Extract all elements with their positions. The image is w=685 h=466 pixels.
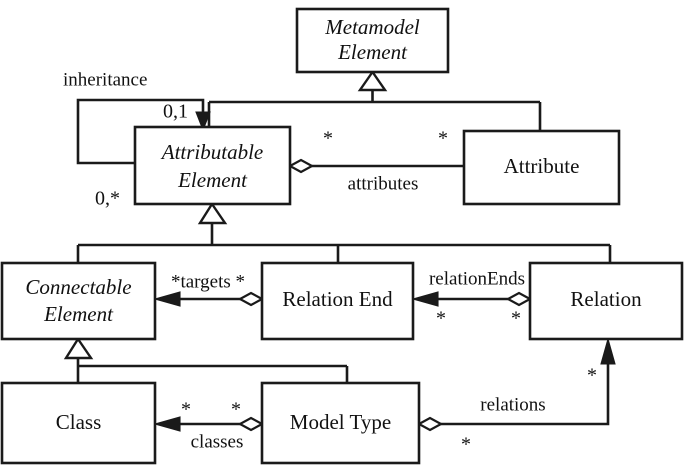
multiplicity-inheritance-target: 0,1 [163,101,188,123]
class-rect[interactable] [0,381,157,465]
association-targets [152,291,265,307]
multiplicity-relations-target: * [587,365,597,387]
class-rect[interactable] [295,7,450,74]
generalization-metamodel-element [207,69,542,131]
association-relations [416,336,616,432]
relation-ends-arrowhead-icon [410,291,439,307]
class-name-line1: Class [56,410,102,434]
class-name-line1: Metamodel [324,15,420,39]
attributes-aggregation-diamond-icon [287,158,315,174]
class-rect[interactable] [0,261,157,341]
inheritance-path [76,98,205,165]
class-rect[interactable] [528,261,684,341]
class-name-line1: Attribute [504,154,580,178]
label-targets: *targets * [171,271,245,292]
class-name-line1: Model Type [290,410,391,434]
class-box-model-type[interactable]: Model Type [260,381,421,465]
class-box-attribute[interactable]: Attribute [462,129,621,206]
relation-ends-aggregation-diamond-icon [505,291,533,307]
multiplicity-relations-source: * [461,434,471,456]
multiplicity-relation-ends-target: * [436,308,446,330]
generalization-connectable-element [63,336,349,383]
class-rect[interactable] [133,125,292,206]
inheritance-arrowhead-icon [195,111,211,132]
targets-arrowhead-icon [152,291,181,307]
class-name-line2: Element [43,302,114,326]
class-name-line1: Connectable [25,275,131,299]
class-rect[interactable] [462,129,621,206]
association-inheritance [76,98,211,165]
multiplicity-inheritance-source: 0,* [95,188,120,210]
class-box-metamodel-element[interactable]: Metamodel Element [295,7,450,74]
class-name-line2: Element [337,40,408,64]
multiplicity-attributes-source: * [323,128,333,150]
relations-path [431,352,610,426]
generalization-attributable-element [76,201,612,263]
label-relations: relations [480,394,545,415]
class-name-line2: Element [177,168,248,192]
label-classes: classes [191,431,244,452]
class-box-connectable-element[interactable]: Connectable Element [0,261,157,341]
class-name-line1: Attributable [160,140,264,164]
classes-arrowhead-icon [152,416,181,432]
generalization-triangle-icon [357,69,388,92]
label-inheritance: inheritance [63,69,147,90]
class-rect[interactable] [260,381,421,465]
label-attributes: attributes [348,173,419,194]
multiplicity-classes-source: * [231,399,241,421]
classes-aggregation-diamond-icon [237,416,265,432]
multiplicity-attributes-target: * [438,128,448,150]
class-box-relation[interactable]: Relation [528,261,684,341]
association-classes [152,416,265,432]
relations-arrowhead-icon [600,336,616,365]
multiplicity-relation-ends-source: * [511,308,521,330]
class-name-line1: Relation End [282,287,393,311]
class-box-class[interactable]: Class [0,381,157,465]
relations-aggregation-diamond-icon [416,416,444,432]
targets-aggregation-diamond-icon [237,291,265,307]
class-box-relation-end[interactable]: Relation End [260,261,415,341]
multiplicity-classes-target: * [181,399,191,421]
class-rect[interactable] [260,261,415,341]
generalization-triangle-icon [197,201,228,225]
label-relation-ends: relationEnds [429,268,525,289]
class-name-line1: Relation [570,287,642,311]
association-relation-ends [410,291,533,307]
generalization-triangle-icon [63,336,94,360]
class-box-attributable-element[interactable]: Attributable Element [133,125,292,206]
